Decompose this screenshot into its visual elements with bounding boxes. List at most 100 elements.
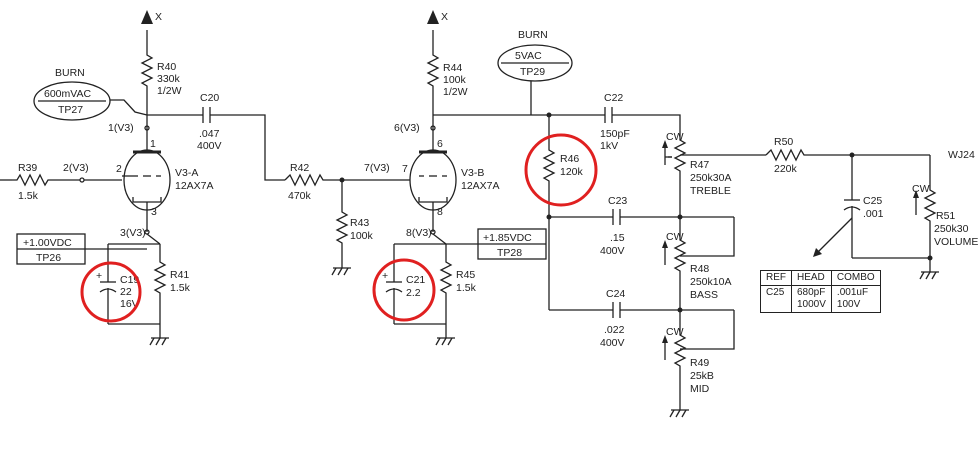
svg-text:R49: R49 [690,357,709,369]
svg-text:R48: R48 [690,263,709,275]
highlight-c21 [372,258,436,322]
svg-text:+1.00VDC: +1.00VDC [23,237,72,249]
supply-arrow-1 [141,10,153,50]
svg-text:C24: C24 [606,288,625,300]
svg-text:C22: C22 [604,92,623,104]
resistor-r46: R46 120k [542,115,584,310]
table-header: HEAD [791,270,832,286]
svg-text:6(V3): 6(V3) [394,122,420,134]
resistor-r44: R44 100k 1/2W [426,50,468,115]
svg-text:R41: R41 [170,269,189,281]
svg-text:.022: .022 [604,324,625,336]
svg-text:R40: R40 [157,61,176,73]
svg-text:1: 1 [150,138,156,150]
svg-text:+1.85VDC: +1.85VDC [483,232,532,244]
svg-text:CW: CW [666,231,684,243]
tp28-box [446,228,547,260]
svg-text:100k: 100k [350,230,374,242]
resistor-r50: R50 220k [765,136,930,175]
svg-text:400V: 400V [197,140,222,152]
svg-text:1(V3): 1(V3) [108,122,134,134]
svg-text:12AX7A: 12AX7A [461,180,500,192]
resistor-r39: R39 1.5k [12,162,80,202]
capacitor-c21: + C21 2.2 [382,244,425,324]
svg-text:MID: MID [690,383,710,395]
svg-text:100k: 100k [443,74,467,86]
svg-text:120k: 120k [560,166,584,178]
capacitor-c19: + C19 22 16V [96,244,139,324]
svg-text:1.5k: 1.5k [456,282,477,294]
table-cell: 680pF 1000V [791,285,832,313]
highlight-r46 [524,133,598,207]
svg-text:R50: R50 [774,136,793,148]
capacitor-c20: C20 .047 400V [197,92,222,152]
svg-text:V3-B: V3-B [461,167,484,179]
svg-text:TP26: TP26 [36,252,61,264]
svg-text:+: + [382,270,388,282]
svg-text:250k30A: 250k30A [690,172,731,184]
svg-text:1/2W: 1/2W [157,85,182,97]
tube-v3b [400,115,457,232]
svg-text:V3-A: V3-A [175,167,198,179]
svg-text:1/2W: 1/2W [443,86,468,98]
svg-text:5VAC: 5VAC [515,50,542,62]
svg-text:TREBLE: TREBLE [690,185,731,197]
burn-1-oval [33,81,148,121]
svg-text:CW: CW [666,326,684,338]
table-cell: .001uF 100V [830,285,881,313]
svg-text:C25: C25 [863,195,882,207]
svg-text:C23: C23 [608,195,627,207]
svg-text:C20: C20 [200,92,219,104]
table-row: C25 680pF 1000V .001uF 100V [760,285,881,313]
svg-text:R51: R51 [936,210,955,222]
svg-text:220k: 220k [774,163,798,175]
svg-text:TP27: TP27 [58,104,83,116]
capacitor-c24: C24 .022 400V [600,288,625,349]
svg-text:R44: R44 [443,62,462,74]
svg-text:2: 2 [116,163,122,175]
svg-text:TP28: TP28 [497,247,522,259]
svg-text:25kB: 25kB [690,370,714,382]
svg-text:R39: R39 [18,162,37,174]
svg-text:+: + [96,270,102,282]
wj24-label: WJ24 [948,149,975,161]
resistor-r40: R40 330k 1/2W [140,50,182,115]
svg-text:VOLUME: VOLUME [934,236,978,248]
c25-value-table: REF HEAD COMBO C25 680pF 1000V .001uF 10… [760,270,881,313]
tp26-box [16,233,147,265]
svg-text:3: 3 [151,206,157,218]
resistor-r42: R42 470k [284,162,400,202]
svg-text:R46: R46 [560,153,579,165]
resistor-r41: R41 1.5k [153,244,191,324]
resistor-r43: R43 100k [335,180,374,268]
svg-text:1.5k: 1.5k [18,190,39,202]
svg-text:R43: R43 [350,217,369,229]
svg-text:470k: 470k [288,190,312,202]
svg-text:R45: R45 [456,269,475,281]
svg-text:600mVAC: 600mVAC [44,88,91,100]
capacitor-c22: C22 150pF 1kV [600,92,630,152]
svg-text:1.5k: 1.5k [170,282,191,294]
svg-text:22: 22 [120,286,132,298]
svg-text:400V: 400V [600,337,625,349]
svg-text:7: 7 [402,163,408,175]
svg-text:R47: R47 [690,159,709,171]
table-header: REF [760,270,792,286]
table-cell: C25 [760,285,792,313]
svg-text:2.2: 2.2 [406,287,421,299]
supply-label-1: X [155,11,162,23]
resistor-r45: R45 1.5k [439,244,477,324]
table-header-row: REF HEAD COMBO [760,270,881,286]
supply-label-2: X [441,11,448,23]
svg-text:.001: .001 [863,208,884,220]
svg-text:R42: R42 [290,162,309,174]
supply-arrow-2 [427,10,439,50]
svg-text:6: 6 [437,138,443,150]
table-header: COMBO [830,270,881,286]
pot-r51-volume: CW R51 250k30 VOLUME [912,155,978,258]
svg-text:330k: 330k [157,73,181,85]
svg-text:2(V3): 2(V3) [63,162,89,174]
capacitor-c25: C25 .001 [813,155,930,259]
highlight-c19 [80,261,142,323]
svg-text:250k10A: 250k10A [690,276,731,288]
